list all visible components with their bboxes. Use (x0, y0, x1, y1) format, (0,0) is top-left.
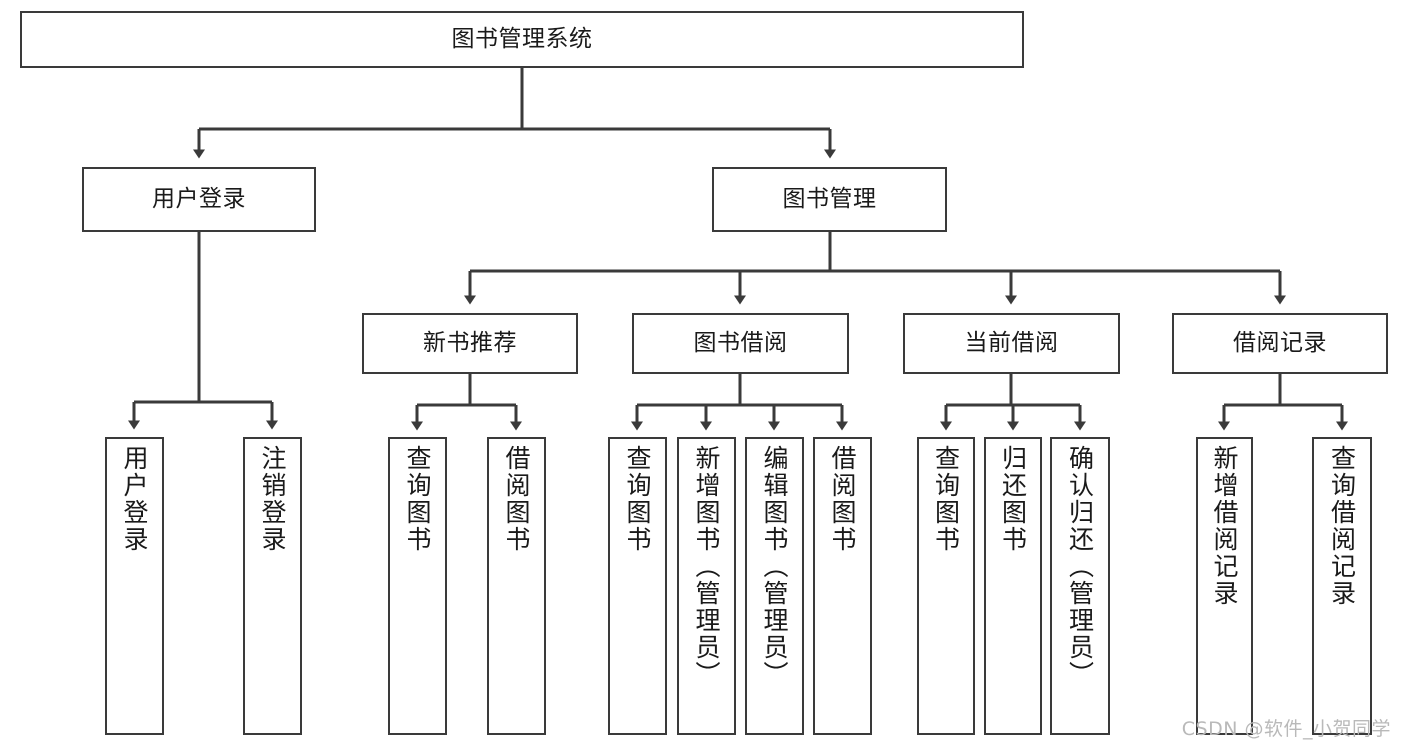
node-leaf-query-book-recommend[interactable]: 查询图书 (388, 437, 447, 735)
node-borrow-record-label: 借阅记录 (1233, 330, 1327, 357)
node-leaf-query-book-current-label: 查询图书 (931, 445, 961, 553)
node-leaf-return-book[interactable]: 归还图书 (984, 437, 1042, 735)
node-leaf-borrow-book-recommend[interactable]: 借阅图书 (487, 437, 546, 735)
node-root[interactable]: 图书管理系统 (20, 11, 1024, 68)
node-leaf-user-login[interactable]: 用户登录 (105, 437, 164, 735)
node-current-borrow[interactable]: 当前借阅 (903, 313, 1120, 374)
node-leaf-add-borrow-record[interactable]: 新增借阅记录 (1196, 437, 1253, 735)
node-leaf-edit-book-admin-label: 编辑图书（管理员） (760, 445, 789, 688)
node-current-borrow-label: 当前借阅 (964, 330, 1059, 357)
node-leaf-add-book-admin[interactable]: 新增图书（管理员） (677, 437, 736, 735)
node-root-label: 图书管理系统 (451, 26, 593, 53)
node-book-borrow[interactable]: 图书借阅 (632, 313, 849, 374)
node-leaf-borrow-book-recommend-label: 借阅图书 (502, 445, 531, 553)
node-leaf-borrow-book[interactable]: 借阅图书 (813, 437, 872, 735)
node-user-login-label: 用户登录 (152, 186, 246, 213)
node-leaf-add-borrow-record-label: 新增借阅记录 (1210, 445, 1239, 607)
node-leaf-query-book-recommend-label: 查询图书 (403, 445, 432, 553)
node-leaf-borrow-book-label: 借阅图书 (828, 445, 857, 553)
node-leaf-query-borrow-record-label: 查询借阅记录 (1327, 445, 1357, 607)
node-book-manage-label: 图书管理 (782, 186, 877, 213)
node-leaf-return-book-label: 归还图书 (998, 445, 1028, 553)
node-new-book-recommend[interactable]: 新书推荐 (362, 313, 578, 374)
node-new-book-recommend-label: 新书推荐 (423, 330, 517, 357)
node-leaf-confirm-return-admin[interactable]: 确认归还（管理员） (1050, 437, 1110, 735)
node-book-borrow-label: 图书借阅 (693, 330, 788, 357)
node-leaf-query-book-current[interactable]: 查询图书 (917, 437, 975, 735)
node-leaf-logout[interactable]: 注销登录 (243, 437, 302, 735)
node-leaf-query-borrow-record[interactable]: 查询借阅记录 (1312, 437, 1372, 735)
node-leaf-edit-book-admin[interactable]: 编辑图书（管理员） (745, 437, 804, 735)
node-leaf-confirm-return-admin-label: 确认归还（管理员） (1065, 445, 1095, 688)
node-leaf-add-book-admin-label: 新增图书（管理员） (692, 445, 721, 688)
node-leaf-logout-label: 注销登录 (258, 445, 287, 553)
node-leaf-user-login-label: 用户登录 (120, 445, 149, 553)
node-book-manage[interactable]: 图书管理 (712, 167, 947, 232)
node-borrow-record[interactable]: 借阅记录 (1172, 313, 1388, 374)
node-leaf-query-book-borrow-label: 查询图书 (623, 445, 652, 553)
node-user-login[interactable]: 用户登录 (82, 167, 316, 232)
node-leaf-query-book-borrow[interactable]: 查询图书 (608, 437, 667, 735)
